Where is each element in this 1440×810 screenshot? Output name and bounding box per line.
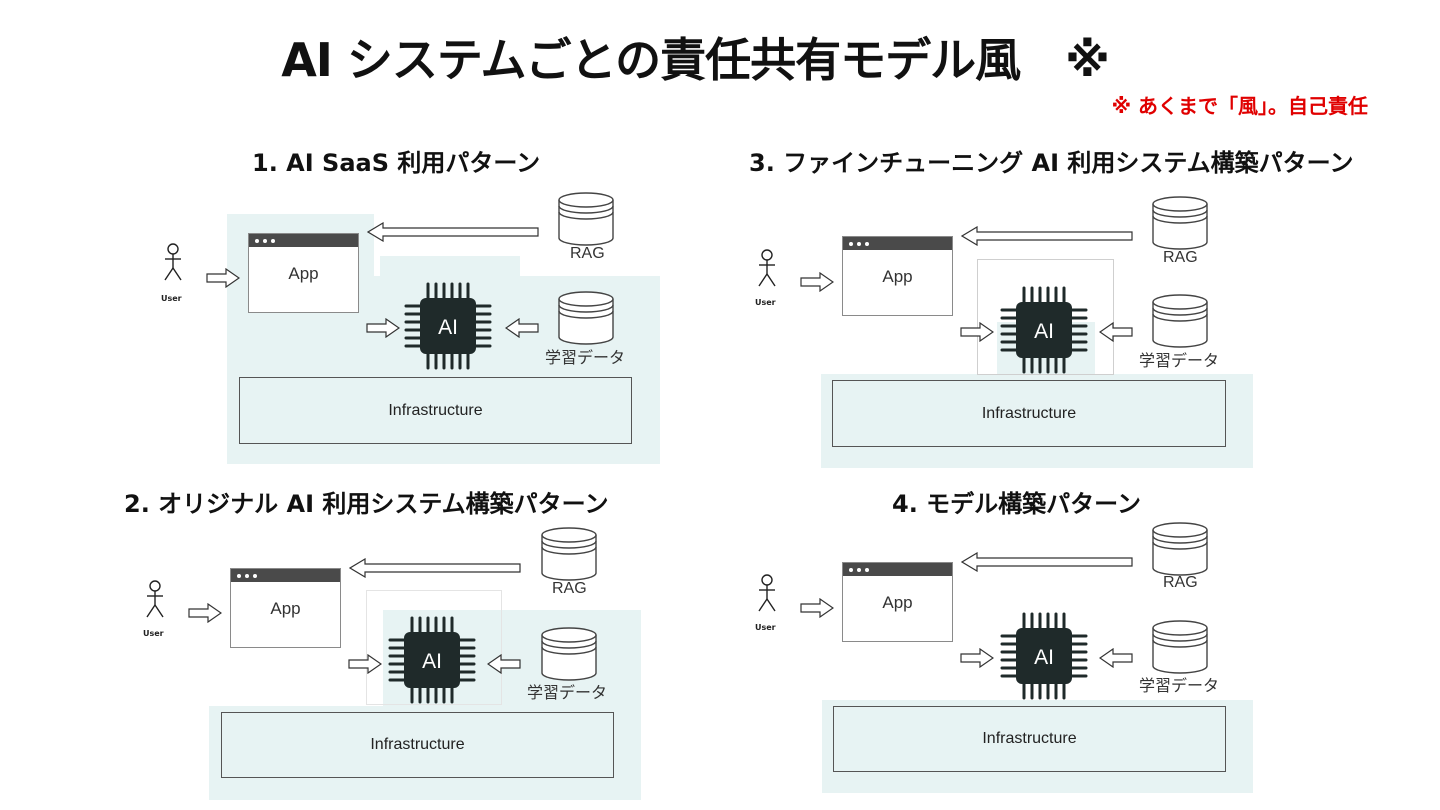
ai-frame (366, 590, 502, 705)
arrow-right-icon (188, 603, 222, 623)
managed-area (227, 214, 374, 464)
training-data-icon (540, 626, 598, 682)
panel-2-title: 2. オリジナル AI 利用システム構築パターン (124, 490, 609, 518)
user-label: User (143, 629, 164, 638)
rag-label: RAG (570, 245, 605, 262)
arrow-left-icon (505, 318, 539, 338)
training-data-label: 学習データ (1139, 678, 1220, 695)
ai-chip-icon: AI (998, 284, 1090, 376)
page-title: AI システムごとの責任共有モデル風 ※ (281, 33, 1110, 87)
arrow-left-icon (367, 222, 539, 242)
rag-label: RAG (1163, 574, 1198, 591)
user-icon (752, 249, 782, 301)
training-data-icon (557, 290, 615, 346)
infrastructure-box: Infrastructure (833, 706, 1226, 772)
arrow-right-icon (206, 268, 240, 288)
infrastructure-label: Infrastructure (388, 401, 483, 419)
ai-frame (380, 256, 520, 374)
user-icon (158, 243, 188, 295)
svg-text:AI: AI (1034, 320, 1054, 343)
svg-text:AI: AI (422, 650, 442, 673)
arrow-right-icon (366, 318, 400, 338)
app-window: App (248, 233, 359, 313)
training-data-icon (1151, 619, 1209, 675)
infrastructure-label: Infrastructure (982, 730, 1077, 747)
disclaimer-note: ※ あくまで「風」。自己責任 (1111, 94, 1368, 118)
arrow-right-icon (960, 322, 994, 342)
app-label: App (882, 593, 913, 612)
managed-area (374, 276, 660, 464)
ai-chip-icon: AI (402, 280, 494, 372)
training-data-label: 学習データ (1139, 353, 1220, 370)
arrow-right-icon (348, 654, 382, 674)
rag-database-icon (1151, 521, 1209, 577)
panel-1-title: 1. AI SaaS 利用パターン (252, 149, 541, 177)
arrow-right-icon (800, 598, 834, 618)
training-data-label: 学習データ (545, 350, 626, 367)
app-label: App (288, 264, 319, 283)
user-label: User (755, 298, 776, 307)
arrow-left-icon (487, 654, 521, 674)
rag-label: RAG (552, 580, 587, 597)
ai-frame (977, 259, 1114, 375)
arrow-left-icon (1099, 322, 1133, 342)
svg-text:AI: AI (438, 316, 458, 339)
arrow-left-icon (961, 552, 1133, 572)
rag-label: RAG (1163, 249, 1198, 266)
app-label: App (882, 267, 913, 286)
managed-area (821, 374, 1253, 468)
rag-database-icon (557, 191, 615, 247)
training-data-label: 学習データ (527, 685, 608, 702)
infrastructure-label: Infrastructure (370, 736, 465, 753)
user-icon (140, 580, 170, 632)
infrastructure-box: Infrastructure (221, 712, 614, 778)
app-window: App (842, 236, 953, 316)
rag-database-icon (1151, 195, 1209, 251)
app-label: App (270, 599, 301, 618)
infrastructure-box: Infrastructure (239, 377, 632, 444)
arrow-left-icon (349, 558, 521, 578)
user-label: User (161, 294, 182, 303)
user-icon (752, 574, 782, 626)
ai-chip-icon: AI (998, 610, 1090, 702)
arrow-right-icon (960, 648, 994, 668)
managed-area (822, 700, 1253, 793)
rag-database-icon (540, 526, 598, 582)
managed-area (997, 322, 1095, 377)
app-window: App (230, 568, 341, 648)
training-data-icon (1151, 293, 1209, 349)
app-window: App (842, 562, 953, 642)
ai-chip-icon: AI (386, 614, 478, 706)
managed-area (383, 610, 641, 800)
panel-3-title: 3. ファインチューニング AI 利用システム構築パターン (749, 149, 1354, 177)
infrastructure-label: Infrastructure (981, 404, 1077, 422)
arrow-left-icon (961, 226, 1133, 246)
arrow-right-icon (800, 272, 834, 292)
managed-area (209, 706, 383, 800)
arrow-left-icon (1099, 648, 1133, 668)
infrastructure-box: Infrastructure (832, 380, 1226, 447)
user-label: User (755, 623, 776, 632)
panel-4-title: 4. モデル構築パターン (892, 490, 1141, 518)
svg-text:AI: AI (1034, 646, 1054, 669)
